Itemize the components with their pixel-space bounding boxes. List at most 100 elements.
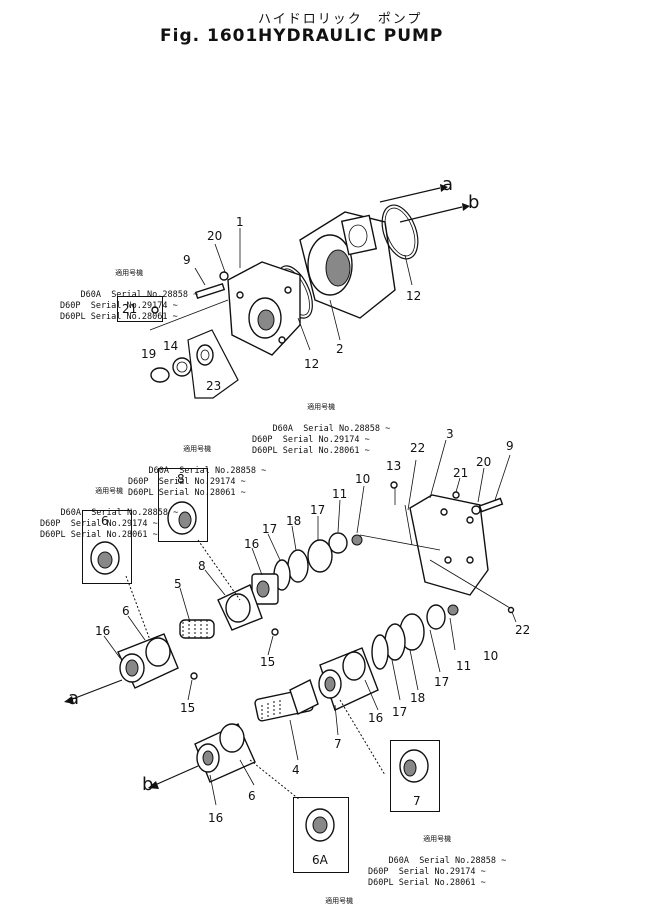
callout-17-lower-b: 17 [434,675,450,689]
callout-17-upper-a: 17 [262,522,278,536]
part-box-21: 21 [117,296,163,322]
callout-16-mid: 16 [368,711,384,725]
oil-seal-14 [172,357,192,377]
callout-23-box: 23 [206,379,222,393]
front-cover-part-1 [227,261,301,356]
serial-line: D60PL Serial No.28061 ~ [252,446,370,456]
part-box-8: 8 [158,468,208,542]
callout-12-right: 12 [406,289,422,303]
washer-11-lower [426,604,446,630]
snap-ring-19 [150,367,170,383]
pin-15-lower [190,672,198,680]
callout-9-rear: 9 [506,439,514,453]
serial-line: D60P Serial No.29174 ~ [40,519,158,529]
callout-12-mid: 12 [304,357,320,371]
callout-16-upper: 16 [244,537,260,551]
callout-10-lower: 10 [483,649,499,663]
callout-20-rear: 20 [476,455,492,469]
callout-9-top: 9 [183,253,191,267]
callout-21-box: 21 [122,302,138,316]
callout-17-lower-a: 17 [392,705,408,719]
seal-18-upper [287,549,309,583]
serial-block-2: 適用号機 D60A Serial No.28858 ~ D60P Serial … [252,380,390,468]
callout-5: 5 [174,577,182,591]
serial-line: D60A Serial No.28858 ~ [388,856,507,866]
part-box-23: 23 [198,374,230,398]
serial-header: 適用号機 [95,487,124,495]
gear-5 [179,619,215,639]
callout-14: 14 [163,339,179,353]
bolt-9-rear [478,497,504,513]
callout-21-rear: 21 [453,466,469,480]
serial-line: D60PL Serial No.28061 ~ [60,312,178,322]
callout-6-lower: 6 [248,789,256,803]
callout-19: 19 [141,347,157,361]
arrow-a-top [379,184,448,203]
callout-16-left: 16 [95,624,111,638]
washer-20-rear [471,505,481,515]
callout-7-box: 7 [413,794,421,808]
part-box-7: 7 [390,740,440,812]
serial-block-5: 適用号機 D60A Serial No.28858 ~ D60P Serial … [368,812,506,900]
serial-line: D60A Serial No.28858 ~ [80,290,199,300]
part-box-6A: 6A [293,797,349,873]
callout-10-upper: 10 [355,472,371,486]
o-ring-12-top [381,204,419,260]
callout-16-lower: 16 [208,811,224,825]
serial-header: 適用号機 [325,897,354,905]
pin-22-lower [507,606,515,614]
arrow-label-b-top: b [468,192,480,213]
serial-line: D60P Serial No.29174 ~ [60,301,178,311]
serial-line: D60PL Serial No.28061 ~ [368,878,486,888]
arrow-label-b-bottom: b [142,774,154,795]
pump-body-part-2 [299,211,396,319]
seal-17-lower-a [371,634,389,670]
serial-line: D60P Serial No.29174 ~ [252,435,370,445]
serial-line: D60PL Serial No.28061 ~ [128,488,246,498]
callout-6A-box: 6A [312,853,328,867]
pin-15-upper [271,628,279,636]
part-box-6: 6 [82,510,132,584]
serial-line: D60P Serial No.29174 ~ [368,867,486,877]
washer-20-top [219,271,229,281]
callout-11-upper: 11 [332,487,348,501]
seal-10-upper [351,534,363,546]
callout-8-box: 8 [177,472,185,486]
serial-line: D60A Serial No.28858 ~ [60,508,179,518]
callout-3: 3 [446,427,454,441]
seal-10-lower [447,604,459,616]
serial-line: D60A Serial No.28858 ~ [272,424,391,434]
serial-block-6: 適用号機 D60A Serial No.28858 ~ D60P Serial … [270,874,408,918]
title-japanese: ハイドロリック ポンプ [258,12,423,27]
serial-header: 適用号機 [423,835,452,843]
callout-2: 2 [336,342,344,356]
serial-header: 適用号機 [183,445,212,453]
callout-11-lower: 11 [456,659,472,673]
callout-1: 1 [236,215,244,229]
seal-17-upper-b [307,539,333,573]
callout-18-upper: 18 [286,514,302,528]
callout-7: 7 [334,737,342,751]
plug-21 [452,491,460,499]
callout-15-upper: 15 [260,655,276,669]
callout-15-lower: 15 [180,701,196,715]
callout-6-box: 6 [101,514,109,528]
callout-22-top: 22 [410,441,426,455]
callout-6-left: 6 [122,604,130,618]
callout-20-top: 20 [207,229,223,243]
figure-number: Fig. 1601 [160,26,259,46]
pin-13 [390,481,398,489]
callout-13: 13 [386,459,402,473]
serial-block-4: 適用号機 D60A Serial No.28858 ~ D60P Serial … [40,464,178,552]
serial-line: D60A Serial No.28858 ~ [148,466,267,476]
arrow-label-a-top: a [442,174,454,195]
callout-4: 4 [292,763,300,777]
washer-11-upper [328,532,348,554]
arrow-b-top [399,203,470,223]
rear-cover-part-3 [409,494,489,596]
callout-22-lower: 22 [515,623,531,637]
serial-line: D60PL Serial No.28061 ~ [40,530,158,540]
arrow-label-a-bottom: a [68,688,80,709]
bolt-9-top [194,282,226,300]
serial-header: 適用号機 [307,403,336,411]
